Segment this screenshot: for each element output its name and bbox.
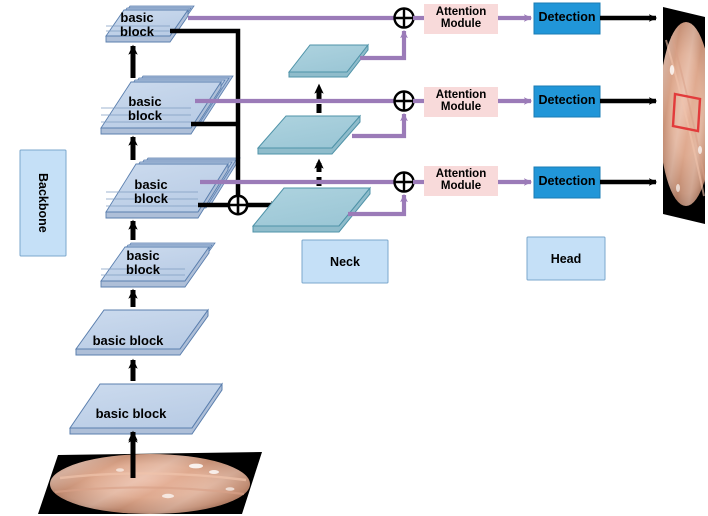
detection-to-output-arrows — [600, 14, 658, 186]
neck-block-2 — [256, 114, 362, 155]
detection-head-1[interactable] — [533, 2, 601, 35]
output-image — [663, 7, 705, 224]
backbone-block-2 — [75, 308, 209, 356]
backbone-block-6 — [105, 5, 195, 43]
group-box-backbone — [19, 149, 67, 257]
fusion-node-bottom — [393, 171, 415, 193]
attention-module-3[interactable] — [424, 166, 498, 196]
detection-bbox — [671, 92, 702, 133]
backbone-block-4 — [105, 157, 241, 219]
backbone-block-5 — [100, 75, 234, 135]
attention-to-detection-links — [498, 14, 533, 186]
attention-module-1[interactable] — [424, 4, 498, 34]
detection-head-3[interactable] — [533, 166, 601, 199]
group-label-backbone: Backbone — [36, 173, 50, 233]
attention-module-2[interactable] — [424, 87, 498, 117]
input-image — [38, 452, 262, 514]
fusion-node-mid — [393, 90, 415, 112]
backbone-lateral-routing — [170, 28, 241, 208]
detection-head-2[interactable] — [533, 85, 601, 118]
fusion-node-top — [393, 7, 415, 29]
neck-block-1 — [287, 43, 370, 78]
group-box-neck — [301, 239, 389, 284]
backbone-block-3 — [100, 242, 216, 288]
fusion-node-backbone — [227, 194, 249, 216]
skip-connections-purple — [188, 15, 394, 185]
neck-block-3 — [251, 186, 372, 233]
group-box-head — [526, 236, 606, 281]
group-label-head: Head — [550, 251, 582, 266]
group-label-neck: Neck — [330, 254, 360, 269]
backbone-block-1 — [69, 382, 223, 435]
neck-to-fusion-purple — [348, 29, 408, 217]
